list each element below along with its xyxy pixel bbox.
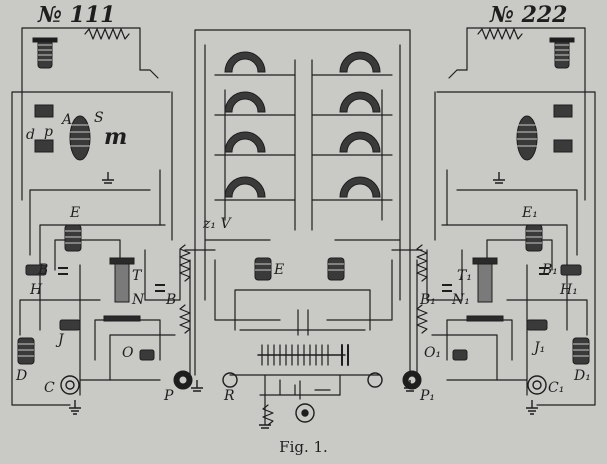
label-t-left: T [132,268,142,284]
label-a: A [62,112,73,128]
label-o-left: O [122,345,134,361]
label-h-left: H [30,282,43,298]
bell-right [527,375,547,395]
center-coil-left [254,257,272,281]
relay-h-right [452,264,582,361]
label-center-r: R [224,388,235,404]
label-n-left: N [132,292,145,308]
label-p-right: P₁ [420,388,436,404]
label-bo-left: B [166,292,177,308]
relay-h-left [25,264,155,361]
label-c-right: C₁ [548,380,565,396]
center-coil-bottom [262,404,274,426]
coil-e-right [525,224,543,252]
bell-center-left [222,372,238,388]
label-e-right: E₁ [522,205,538,221]
coil-right-top [549,37,575,69]
label-bo-right: B₁ [420,292,436,308]
center-wiring [184,29,423,426]
sounder-right [402,370,422,390]
coil-d-left [17,337,35,365]
center-rheostat [257,344,349,366]
receiver-right [516,104,573,161]
label-zv: z₁ V [203,216,231,232]
label-p: p [44,124,53,140]
bell-left [60,375,80,395]
label-d-left: D [16,368,28,384]
label-c-left: C [44,380,55,396]
label-p-left: P [164,388,174,404]
label-n-right: N₁ [452,292,470,308]
label-t-right: T₁ [457,268,472,284]
resistor-left-vertical [179,244,191,334]
receiver-left [34,104,91,161]
coil-d-right [572,337,590,365]
resistor-left-top [84,28,130,40]
label-j-left: J [58,332,64,348]
coil-left-top [32,37,58,69]
label-e-left: E [70,205,81,221]
figure-caption: Fig. 1. [279,438,328,456]
station-number-left: № 111 [38,2,116,28]
label-b-right: B₁ [542,262,558,278]
label-d-right: D₁ [574,368,591,384]
resistor-right-top [477,28,523,40]
label-h-right: H₁ [560,282,578,298]
battery [294,380,331,400]
center-coil-right [327,257,345,281]
label-j-right: J₁ [534,340,546,356]
resistor-right-vertical [416,244,428,334]
sounder-left [173,370,193,390]
key-center [295,403,315,423]
ground-symbols [69,172,538,429]
apparatus-tn-left [103,257,141,322]
label-m: m [104,124,128,150]
bell-center-right [367,372,383,388]
left-station-wiring [11,27,181,406]
label-d: d [26,127,35,143]
apparatus-tn-right [466,257,504,322]
label-s: S [94,110,104,126]
label-o-right: O₁ [424,345,442,361]
right-station-wiring [426,27,596,406]
label-center-e: E [274,262,285,278]
circuit-diagram [11,27,596,429]
coil-e-left [64,224,82,252]
label-b-left: B [38,262,49,278]
switch-arcs [224,51,381,198]
capacitor-marks [58,267,549,292]
station-number-right: № 222 [490,2,568,28]
